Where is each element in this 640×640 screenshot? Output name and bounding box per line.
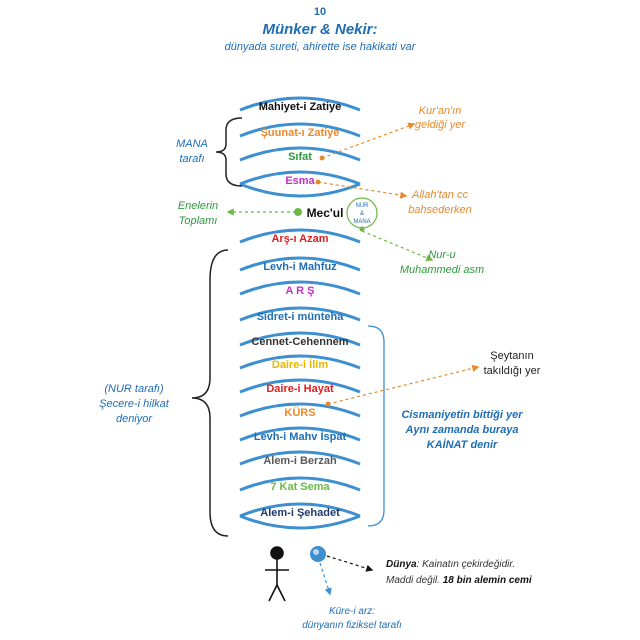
allah-label-2: bahsederken <box>408 204 472 216</box>
layer-label: Levh-i Mahv İspat <box>254 430 347 443</box>
kure-label: Küre-i arz: <box>329 606 375 617</box>
layer-label: Daire-i İlim <box>272 358 328 371</box>
layer-arc-bottom <box>239 182 361 198</box>
kuran-arrow <box>321 122 416 159</box>
layer-label: Alem-i Şehadet <box>260 507 340 519</box>
layer-arc <box>239 426 361 442</box>
page-number: 10 <box>314 6 326 18</box>
layer-arc <box>239 228 361 244</box>
layer-arc <box>239 122 361 138</box>
cismaniyet-label-2: Aynı zamanda buraya <box>404 424 518 436</box>
layer-label: Mahiyet-i Zatiye <box>259 101 342 113</box>
nur-mana-text-2: & <box>360 211 364 217</box>
layer-label: Arş-ı Azam <box>271 233 328 245</box>
mana-brace <box>215 117 243 187</box>
nur-mana-text-1: NUR <box>356 203 370 209</box>
kure-label-2: dünyanın fiziksel tarafı <box>302 620 402 631</box>
nur-u-arrow <box>361 230 434 262</box>
dunya-arrow <box>326 555 374 572</box>
layer-label: Alem-i Berzah <box>263 455 337 467</box>
kuran-label-2: geldiği yer <box>415 119 466 131</box>
layer-label: Cennet-Cehennem <box>251 336 348 348</box>
layer-arc <box>239 96 361 112</box>
layer-arc <box>239 476 361 492</box>
layer-arc <box>239 306 361 322</box>
seytan-label: Şeytanın <box>490 350 533 362</box>
layer-label: Daire-i Hayat <box>266 383 334 395</box>
dunya-desc: : Kainatın çekirdeğidir. <box>417 559 516 570</box>
earth-sphere-highlight <box>313 549 319 555</box>
mana-label-2: tarafı <box>179 153 204 165</box>
allah-label: Allah'tan cc <box>411 189 468 201</box>
layer-label: Sidret-i münteha <box>257 311 345 323</box>
enelerin-label-2: Toplamı <box>179 215 218 227</box>
dunya-text: Dünya: Kainatın çekirdeğidir. <box>386 559 515 570</box>
nur-u-label: Nur-u <box>428 249 455 261</box>
layer-label: KÜRS <box>284 406 315 419</box>
enelerin-label: Enelerin <box>178 200 218 212</box>
nur-brace <box>191 249 229 537</box>
layer-arc-bottom <box>239 514 361 530</box>
layer-label: Levh-i Mahfuz <box>263 261 337 273</box>
cismaniyet-label-3: KAİNAT denir <box>427 438 498 451</box>
dunya-label: Dünya <box>386 559 417 570</box>
seytan-label-2: takıldığı yer <box>484 365 541 377</box>
mecul-label: Mec'ul <box>307 206 344 220</box>
layer-label: Esma <box>285 175 315 187</box>
layer-label: Sıfat <box>288 151 312 163</box>
cismaniyet-label: Cismaniyetin bittiği yer <box>401 409 523 421</box>
kuran-label: Kur'an'ın <box>419 105 462 117</box>
layer-label: Şuunat-ı Zatiye <box>261 127 340 139</box>
nur-mana-text-3: MANA <box>353 219 370 225</box>
layer-arc <box>239 280 361 296</box>
seytan-arrow <box>327 364 480 405</box>
layer-arc <box>239 450 361 466</box>
layer-arc <box>239 331 361 347</box>
stick-figure-icon <box>265 546 289 602</box>
nur-side-label-3: deniyor <box>116 413 153 425</box>
nur-u-label-2: Muhammedi asm <box>400 264 484 276</box>
layer-arc <box>239 502 361 518</box>
layer-label: 7 Kat Sema <box>270 481 330 493</box>
maddi-text: Maddi değil. 18 bin alemin cemi <box>386 575 532 586</box>
nur-side-label: (NUR tarafı) <box>104 383 164 395</box>
layer-label: A R Ş <box>286 285 315 297</box>
layer-arc <box>239 402 361 418</box>
layer-arc <box>239 256 361 272</box>
mecul-dot <box>294 208 302 216</box>
mana-label: MANA <box>176 138 208 150</box>
alem-desc: 18 bin alemin cemi <box>443 575 532 586</box>
layer-arc <box>239 170 361 186</box>
nur-side-label-2: Şecere-i hilkat <box>99 398 170 410</box>
cismaniyet-bracket <box>367 325 385 527</box>
kure-arrow <box>319 562 332 596</box>
layer-arc <box>239 354 361 370</box>
nur-mana-dot <box>359 226 365 232</box>
layer-arc <box>239 378 361 394</box>
page-title: Münker & Nekir: <box>262 21 377 38</box>
allah-arrow <box>317 181 408 199</box>
layer-arc <box>239 146 361 162</box>
maddi-desc: Maddi değil. <box>386 575 443 586</box>
page-subtitle: dünyada sureti, ahirette ise hakikati va… <box>225 41 417 53</box>
